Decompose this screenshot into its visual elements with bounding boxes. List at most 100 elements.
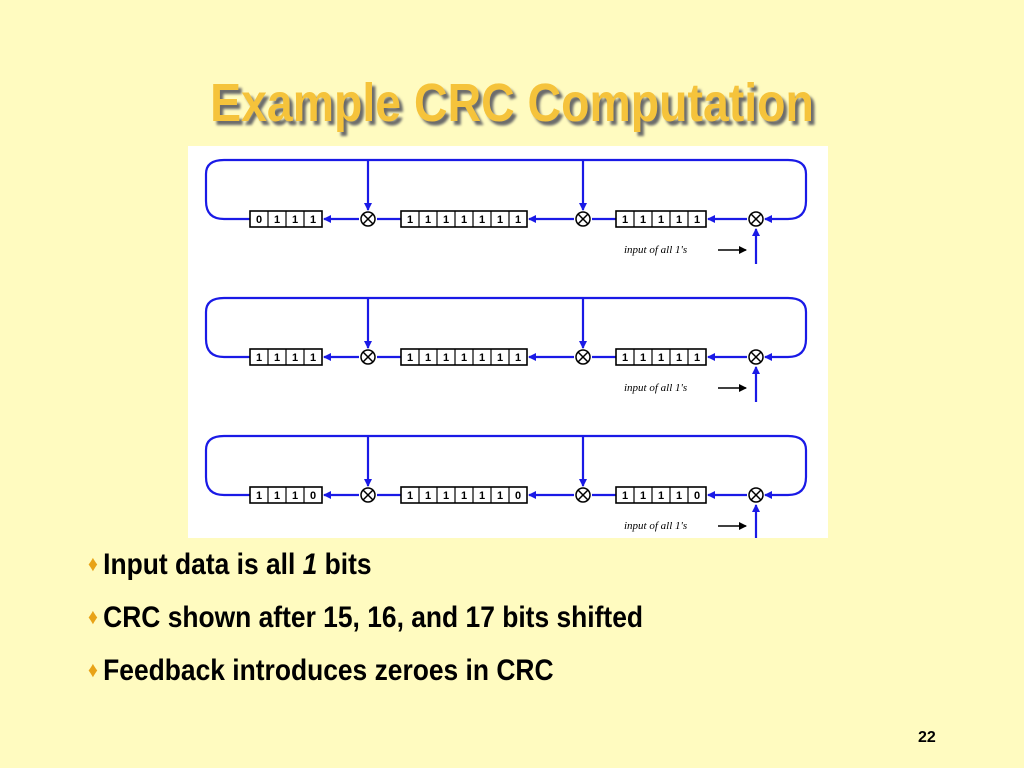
bit-value: 1 — [479, 490, 485, 502]
bit-value: 1 — [443, 214, 449, 226]
xor-gate-icon — [360, 211, 376, 227]
bit-value: 1 — [479, 214, 485, 226]
bit-value: 1 — [274, 490, 280, 502]
bit-value: 1 — [256, 490, 262, 502]
bit-value: 1 — [694, 214, 700, 226]
bit-value: 1 — [640, 490, 646, 502]
register-outline — [400, 348, 528, 366]
bit-value: 1 — [658, 352, 664, 364]
bit-value: 1 — [425, 214, 431, 226]
bit-value: 1 — [497, 490, 503, 502]
bit-value: 1 — [658, 490, 664, 502]
bit-value: 1 — [461, 214, 467, 226]
slide-title: Example CRC Computation — [210, 73, 814, 133]
bit-value: 1 — [676, 352, 682, 364]
xor-gate-icon — [575, 211, 591, 227]
bit-value: 1 — [497, 352, 503, 364]
feedback-loop-wire — [204, 434, 808, 499]
xor-cross — [362, 489, 374, 501]
bit-value: 1 — [292, 490, 298, 502]
bit-value: 1 — [292, 214, 298, 226]
bit-value: 1 — [407, 352, 413, 364]
bullet-item: ♦Input data is all 1 bits — [88, 548, 372, 581]
bit-value: 1 — [274, 214, 280, 226]
xor-gate-icon — [748, 487, 764, 503]
bit-value: 0 — [256, 214, 262, 226]
bit-value: 1 — [676, 490, 682, 502]
bit-value: 1 — [497, 214, 503, 226]
bit-value: 1 — [658, 214, 664, 226]
bit-value: 1 — [461, 352, 467, 364]
xor-cross — [362, 351, 374, 363]
xor-gate-icon — [575, 487, 591, 503]
diamond-bullet-icon: ♦ — [88, 604, 98, 629]
bit-value: 0 — [310, 490, 316, 502]
bit-value: 1 — [515, 352, 521, 364]
bit-value: 1 — [292, 352, 298, 364]
register-outline — [400, 486, 528, 504]
register-outline — [615, 210, 707, 228]
bit-value: 1 — [622, 352, 628, 364]
bit-value: 1 — [310, 352, 316, 364]
bit-value: 0 — [515, 490, 521, 502]
bit-value: 1 — [425, 352, 431, 364]
bit-value: 1 — [622, 490, 628, 502]
input-label: input of all 1's — [624, 520, 687, 532]
bit-value: 1 — [425, 490, 431, 502]
input-label: input of all 1's — [624, 244, 687, 256]
xor-gate-icon — [748, 211, 764, 227]
register-outline — [400, 210, 528, 228]
bit-value: 1 — [479, 352, 485, 364]
bit-value: 0 — [694, 490, 700, 502]
xor-cross — [577, 489, 589, 501]
xor-cross — [577, 351, 589, 363]
bit-value: 1 — [622, 214, 628, 226]
register-outline — [615, 486, 707, 504]
xor-gate-icon — [748, 349, 764, 365]
input-label: input of all 1's — [624, 382, 687, 394]
xor-cross — [750, 489, 762, 501]
xor-gate-icon — [360, 487, 376, 503]
bit-value: 1 — [461, 490, 467, 502]
bit-value: 1 — [407, 214, 413, 226]
bit-value: 1 — [443, 352, 449, 364]
bit-value: 1 — [274, 352, 280, 364]
diamond-bullet-icon: ♦ — [88, 551, 98, 576]
bullet-list: ♦Input data is all 1 bits ♦CRC shown aft… — [88, 544, 719, 703]
bullet-item: ♦CRC shown after 15, 16, and 17 bits shi… — [88, 601, 644, 634]
bit-value: 1 — [515, 214, 521, 226]
xor-cross — [362, 213, 374, 225]
page-number: 22 — [918, 729, 936, 746]
feedback-loop-wire — [204, 296, 808, 361]
bullet-item: ♦Feedback introduces zeroes in CRC — [88, 654, 554, 687]
bit-value: 1 — [407, 490, 413, 502]
feedback-loop-wire — [204, 158, 808, 223]
bit-value: 1 — [640, 352, 646, 364]
bit-value: 1 — [310, 214, 316, 226]
xor-cross — [750, 351, 762, 363]
bit-value: 1 — [443, 490, 449, 502]
xor-gate-icon — [575, 349, 591, 365]
register-outline — [615, 348, 707, 366]
xor-cross — [750, 213, 762, 225]
xor-gate-icon — [360, 349, 376, 365]
xor-cross — [577, 213, 589, 225]
bit-value: 1 — [256, 352, 262, 364]
bit-value: 1 — [694, 352, 700, 364]
bit-value: 1 — [676, 214, 682, 226]
diamond-bullet-icon: ♦ — [88, 657, 98, 682]
